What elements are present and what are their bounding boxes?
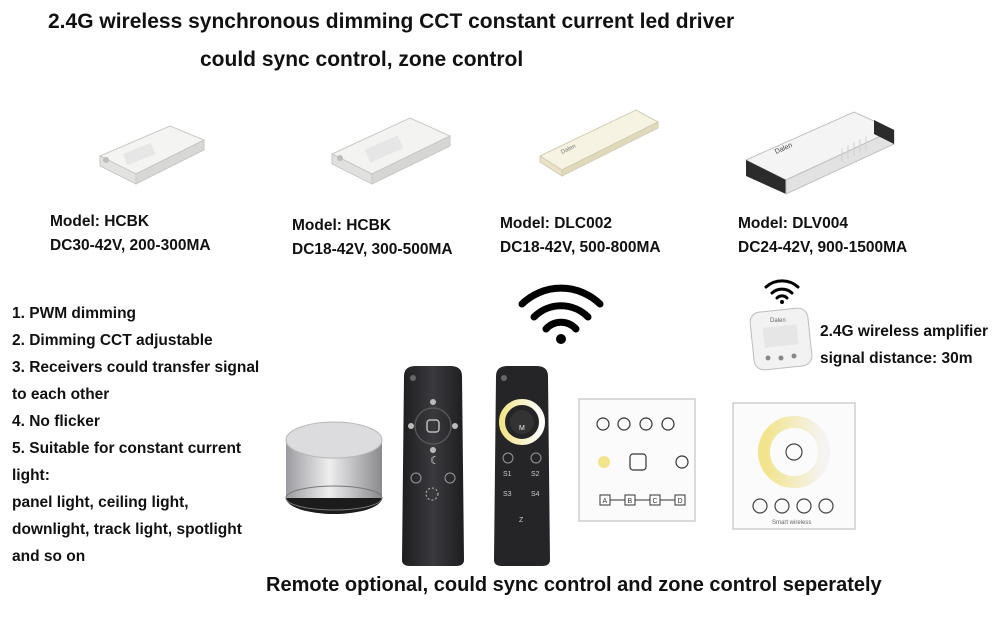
wall-panel-1-image: A B C D: [578, 398, 696, 522]
amplifier-title: 2.4G wireless amplifier: [820, 323, 989, 340]
panel2-brand-label: Smart wireless: [772, 520, 811, 526]
zone-c-label: C: [653, 498, 658, 505]
product-card-hcbk-1: Model: HCBK DC30-42V, 200-300MA: [50, 210, 211, 258]
remote2-button-m: M: [519, 425, 525, 432]
product-card-hcbk-2: Model: HCBK DC18-42V, 300-500MA: [292, 214, 453, 262]
zone-a-label: A: [603, 498, 608, 505]
feature-line: light:: [12, 467, 50, 484]
amplifier-image: Dalen: [749, 307, 813, 371]
wifi-small-icon: [764, 279, 800, 304]
remote-control-2-image: M S1 S2 S3 S4 Z: [494, 366, 550, 566]
amplifier-info: 2.4G wireless amplifier signal distance:…: [820, 318, 988, 372]
feature-line: 5. Suitable for constant current: [12, 440, 242, 457]
product-card-dlv004: Model: DLV004 DC24-42V, 900-1500MA: [738, 212, 907, 260]
remote-control-1-image: ☾: [402, 366, 464, 566]
wall-panel-2-image: Smart wireless: [732, 402, 856, 530]
zone-b-label: B: [628, 498, 633, 505]
feature-line: 2. Dimming CCT adjustable: [12, 332, 213, 349]
features-list: 1. PWM dimming 2. Dimming CCT adjustable…: [12, 300, 282, 570]
amp-brand-label: Dalen: [770, 318, 786, 324]
page-title: 2.4G wireless synchronous dimming CCT co…: [48, 10, 735, 33]
model-spec: DC18-42V, 300-500MA: [292, 241, 453, 258]
feature-line: 3. Receivers could transfer signal: [12, 359, 260, 376]
feature-line: 4. No flicker: [12, 413, 100, 430]
model-spec: DC30-42V, 200-300MA: [50, 237, 211, 254]
remote2-button-s3: S3: [503, 491, 512, 498]
feature-line: and so on: [12, 548, 86, 565]
feature-line: downlight, track light, spotlight: [12, 521, 242, 538]
model-spec: DC18-42V, 500-800MA: [500, 239, 661, 256]
page-subtitle: could sync control, zone control: [200, 48, 524, 71]
product-card-dlc002: Model: DLC002 DC18-42V, 500-800MA: [500, 212, 661, 260]
driver-image-hcbk-medium: [330, 117, 452, 185]
model-spec: DC24-42V, 900-1500MA: [738, 239, 908, 256]
footer-caption: Remote optional, could sync control and …: [266, 574, 882, 596]
driver-image-dlc002: Dalen: [538, 109, 660, 177]
model-name: Model: HCBK: [50, 213, 150, 230]
amplifier-distance: signal distance: 30m: [820, 350, 973, 367]
remote2-button-s2: S2: [531, 471, 540, 478]
remote2-button-s4: S4: [531, 491, 540, 498]
feature-line: to each other: [12, 386, 110, 403]
zone-d-label: D: [678, 498, 683, 505]
remote2-button-s1: S1: [503, 471, 512, 478]
feature-line: 1. PWM dimming: [12, 305, 136, 322]
svg-text:☾: ☾: [430, 455, 440, 467]
model-name: Model: HCBK: [292, 217, 392, 234]
model-name: Model: DLV004: [738, 215, 848, 232]
rotary-knob-image: [285, 421, 383, 514]
model-name: Model: DLC002: [500, 215, 612, 232]
wifi-icon: [518, 284, 604, 344]
remote2-button-z: Z: [519, 517, 524, 524]
feature-line: panel light, ceiling light,: [12, 494, 189, 511]
driver-image-dlv004: Dalen: [744, 111, 896, 195]
driver-image-hcbk-small: [98, 125, 206, 185]
